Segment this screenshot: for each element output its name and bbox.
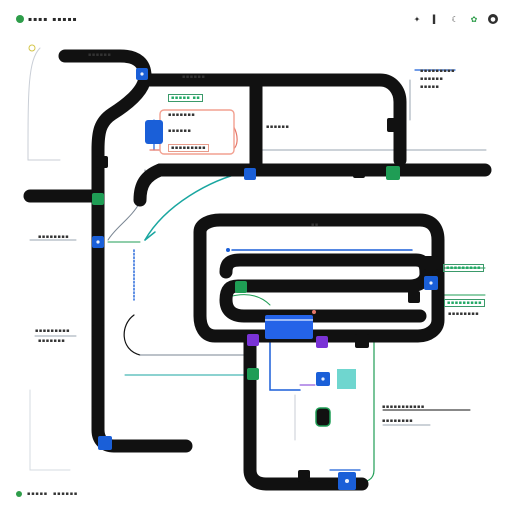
label-left-low-2: ▪▪▪▪▪▪▪ [38,338,66,344]
label-lower-right-2: ▪▪▪▪▪▪▪▪ [382,418,414,424]
guide-line-left-bottom [29,389,71,471]
node-tile-green-outline[interactable] [315,407,331,427]
node-dot [140,72,144,76]
track-center-loop [193,213,445,343]
label-right-title: ▪▪▪▪▪▪▪▪▪ [420,68,455,74]
user-icon[interactable]: ● [488,14,498,24]
panel-blue-highlight [265,319,313,321]
panel-blue-card [145,120,163,144]
guide-line-left-top [27,47,61,161]
node-dot [345,479,349,483]
track-bottom-loop [243,329,369,491]
header-right: ✦ ▍ ☾ ✿ ● [412,12,498,26]
label-upper-right: ▪▪▪▪▪▪ [266,124,290,130]
track-inner-loop [219,253,433,323]
label-tag-green: ▪▪▪▪▪ ▪▪ [168,94,204,102]
connector-teal-2 [144,231,156,241]
label-top-left: ▪▪▪▪▪▪ [88,52,112,58]
connector-green-2 [227,294,271,306]
label-left-mid: ▪▪▪▪▪▪▪▪ [38,234,70,240]
label-right-green-2: ▪▪▪▪▪▪▪▪▪ [444,299,485,307]
label-center-loop: ▪▪ [311,222,319,228]
node-tile-blue-mid[interactable] [244,168,256,180]
node-dot [96,240,100,244]
node-tile-black-3[interactable] [92,406,104,418]
label-card-line-3: ▪▪▪▪▪▪▪▪▪ [168,144,209,152]
node-tile-black-6[interactable] [424,256,438,270]
label-right-green: ▪▪▪▪▪▪▪▪▪ [443,264,484,272]
label-top-center: ▪▪▪▪▪▪ [182,74,206,80]
node-tile-purple-2[interactable] [316,336,328,348]
node-tile-black-9[interactable] [298,470,310,482]
panel-teal [337,369,356,389]
bar-icon[interactable]: ▍ [432,14,440,24]
footer: ▪▪▪▪▪ ▪▪▪▪▪▪ [16,491,78,497]
track-upper-curve [133,163,167,207]
node-dot [429,281,433,285]
label-card-line-2: ▪▪▪▪▪▪ [168,128,192,134]
node-tiles [92,68,438,490]
moon-icon[interactable]: ☾ [451,14,459,24]
panel-blue [265,315,313,339]
node-tile-blue-bottom[interactable] [98,436,112,450]
node-tile-black-8[interactable] [355,334,369,348]
label-left-low: ▪▪▪▪▪▪▪▪▪ [35,328,70,334]
leaf-icon [16,491,22,497]
leaf-icon [16,15,24,23]
connector-blue-lower [269,329,301,391]
node-tile-black-2[interactable] [92,325,104,337]
node-tile-black-1[interactable] [96,156,108,168]
label-card-line-1: ▪▪▪▪▪▪▪ [168,112,196,118]
track-upper-loop-top [138,73,407,167]
node-tile-green-2[interactable] [386,166,400,180]
connector-black-curve [123,314,141,356]
node-tile-black-7[interactable] [408,291,420,303]
red-node-dot [312,310,316,314]
header-title-mark: ▪▪▪▪ [28,15,49,23]
header-subtitle-mark: ▪▪▪▪▪ [52,15,78,23]
label-right-sub3: ▪▪▪▪▪▪▪▪ [448,311,480,317]
node-dot [321,377,325,381]
label-lower-right-1: ▪▪▪▪▪▪▪▪▪▪▪ [382,404,425,410]
footer-mark-2: ▪▪▪▪▪▪ [52,491,79,497]
sparkle-icon[interactable]: ✦ [413,14,421,24]
leaf-icon[interactable]: ✿ [470,14,478,24]
badge-icon [28,44,36,52]
node-tile-purple-1[interactable] [247,334,259,346]
node-tile-green-4[interactable] [247,368,259,380]
label-right-sub2: ▪▪▪▪▪ [420,84,440,90]
node-tile-black-5[interactable] [353,166,365,178]
node-tile-green-3[interactable] [235,281,247,293]
connector-green-3 [359,335,375,483]
footer-mark-1: ▪▪▪▪▪ [27,491,48,497]
node-tile-black-4[interactable] [387,118,401,132]
label-right-sub: ▪▪▪▪▪▪ [420,76,444,82]
header-left: ▪▪▪▪ ▪▪▪▪▪ [16,12,78,26]
node-tile-green-1[interactable] [92,193,104,205]
inner-node-dot [226,248,230,252]
